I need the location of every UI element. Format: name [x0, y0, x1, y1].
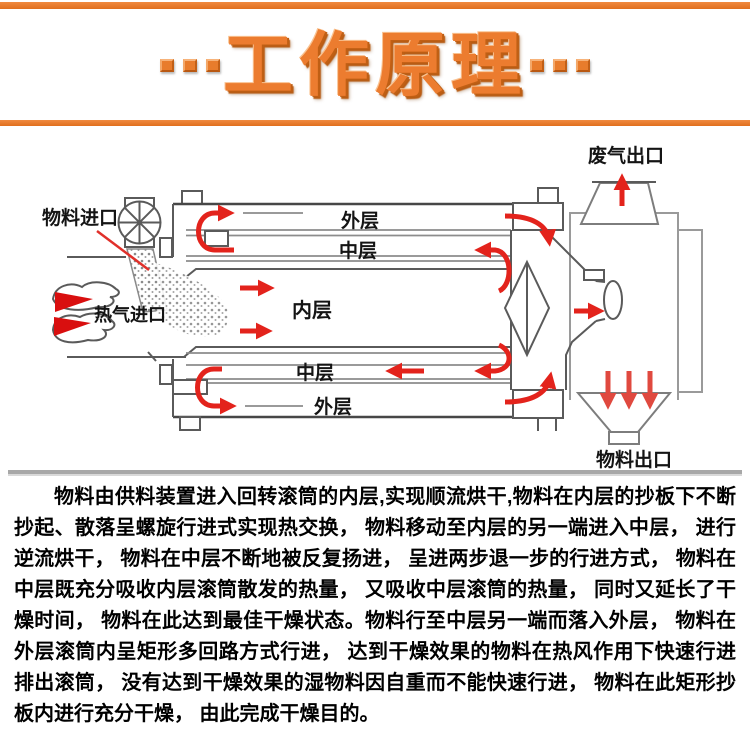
decor-square-icon — [530, 59, 544, 72]
decor-square-icon — [183, 59, 197, 72]
label-inner-layer: 内层 — [292, 298, 332, 322]
burner-flame-icon — [51, 281, 120, 344]
decor-square-icon — [576, 59, 590, 72]
material-inlet-leader-line — [96, 230, 150, 271]
label-middle-layer-bottom: 中层 — [296, 361, 334, 384]
label-outer-layer-top: 外层 — [341, 209, 379, 232]
dryer-working-principle-diagram: 物料进口 热气进口 废气出口 物料出口 外层 中层 内层 中层 外层 — [42, 144, 703, 471]
working-principle-paragraph: 物料由供料装置进入回转滚筒的内层,实现顺流烘干,物料在内层的抄板下不断抄起、散落… — [14, 486, 736, 725]
header-bottom-rule — [0, 120, 750, 126]
page-title: 工作原理 — [223, 26, 527, 104]
material-spray — [149, 262, 229, 337]
title-decor-left — [160, 59, 220, 72]
decor-square-icon — [553, 59, 567, 72]
label-material-outlet: 物料出口 — [596, 448, 672, 471]
end-cone — [503, 259, 551, 358]
decor-square-icon — [160, 59, 174, 72]
feeder-fan-icon — [117, 200, 162, 245]
label-outer-layer-bottom: 外层 — [314, 395, 352, 418]
label-exhaust-outlet: 废气出口 — [588, 144, 664, 167]
flow-arrows — [195, 173, 659, 415]
header-top-rule — [0, 2, 750, 9]
title-decor-right — [530, 59, 590, 72]
exhaust-chamber — [569, 212, 703, 400]
section-divider — [8, 470, 742, 476]
label-hot-air-inlet: 热气进口 — [94, 304, 166, 325]
discharge-funnel — [575, 392, 673, 445]
drum-internals — [172, 212, 512, 407]
decor-square-icon — [206, 59, 220, 72]
label-material-inlet: 物料进口 — [42, 206, 118, 229]
label-middle-layer-top: 中层 — [339, 239, 377, 262]
